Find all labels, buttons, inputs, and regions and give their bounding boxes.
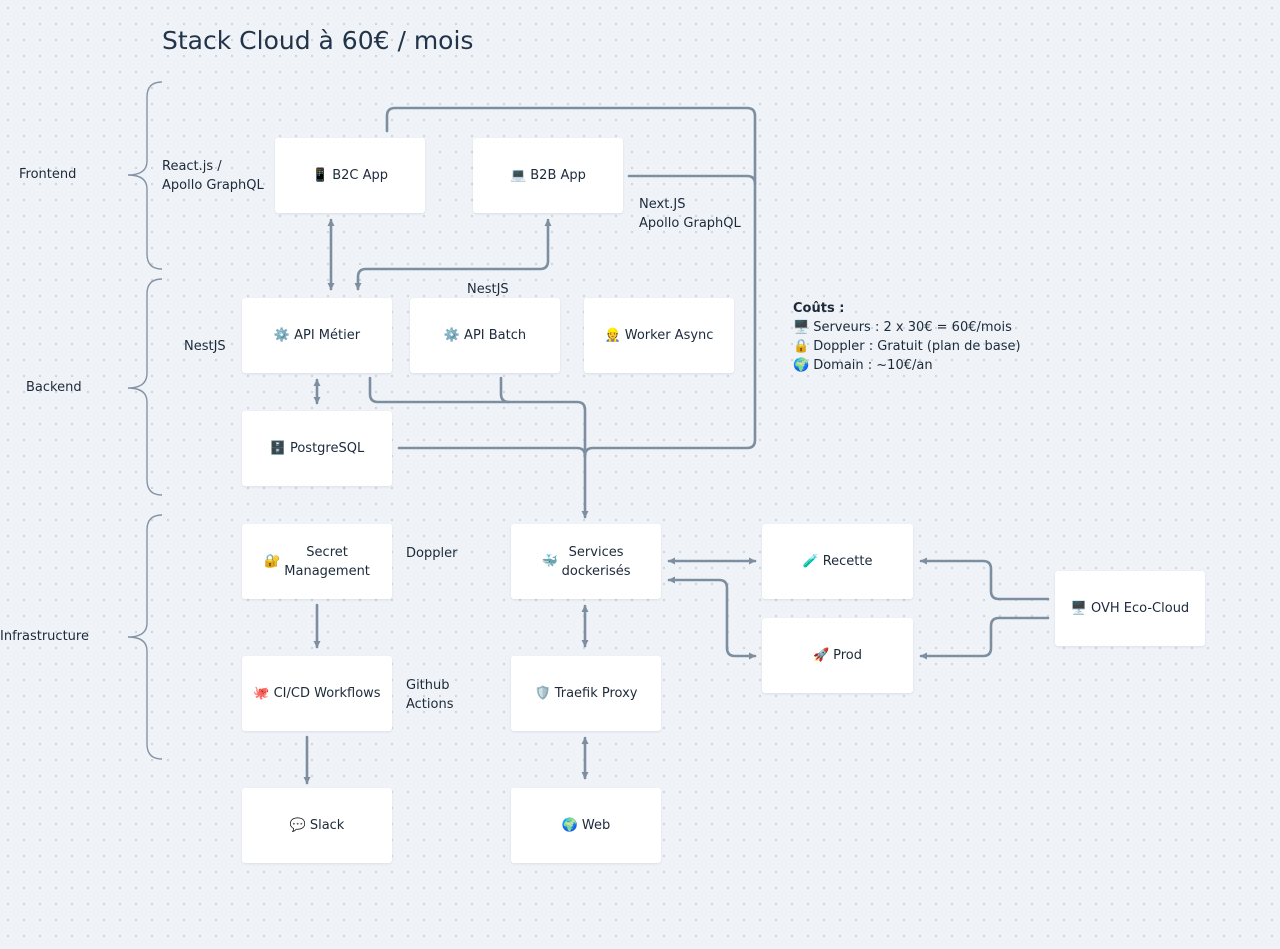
globe-icon: 🌍 xyxy=(793,358,810,373)
link-ovh-recette xyxy=(919,557,1050,601)
group-label-infrastructure: Infrastructure xyxy=(0,629,89,644)
link-ovh-prod xyxy=(919,616,1050,660)
node-postgresql[interactable]: 🗄️ PostgreSQL xyxy=(242,411,392,486)
laptop-icon: 💻 xyxy=(510,168,527,183)
node-b2c-app-label: B2C App xyxy=(332,168,388,183)
node-services-dockerises[interactable]: 🐳 Services dockerisés xyxy=(511,524,661,599)
node-recette-label: Recette xyxy=(822,554,873,569)
group-label-frontend: Frontend xyxy=(19,167,77,182)
node-cicd-workflows[interactable]: 🐙 CI/CD Workflows xyxy=(242,656,392,731)
node-b2b-app-label: B2B App xyxy=(530,168,586,183)
node-prod-label: Prod xyxy=(833,648,863,663)
node-services-dockerises-label: Services dockerisés xyxy=(561,544,631,579)
cost-item-domain: 🌍Domain : ~10€/an xyxy=(793,356,1021,375)
node-postgresql-label: PostgreSQL xyxy=(289,441,365,456)
node-api-metier-label: API Métier xyxy=(294,328,361,343)
octopus-icon: 🐙 xyxy=(253,686,270,701)
node-worker-async[interactable]: 👷 Worker Async xyxy=(584,298,734,373)
link-b2b-api xyxy=(354,218,552,291)
cost-item-servers-text: Serveurs : 2 x 30€ = 60€/mois xyxy=(813,320,1012,335)
label-github-actions: Github Actions xyxy=(406,678,454,712)
locked-with-key-icon: 🔐 xyxy=(264,554,281,569)
node-traefik-proxy-label: Traefik Proxy xyxy=(554,686,638,701)
node-ovh-eco-cloud[interactable]: 🖥️ OVH Eco-Cloud xyxy=(1055,571,1205,646)
mobile-phone-icon: 📱 xyxy=(312,168,329,183)
rocket-icon: 🚀 xyxy=(812,648,830,663)
node-secret-management[interactable]: 🔐 Secret Management xyxy=(242,524,392,599)
shield-icon: 🛡️ xyxy=(534,686,551,701)
node-secret-management-label: Secret Management xyxy=(284,544,370,579)
node-b2c-app[interactable]: 📱 B2C App xyxy=(275,138,425,213)
link-batch-services xyxy=(499,376,511,404)
node-api-batch-label: API Batch xyxy=(464,328,527,343)
desktop-computer-icon: 🖥️ xyxy=(793,320,810,335)
node-web-label: Web xyxy=(581,818,611,833)
node-prod[interactable]: 🚀 Prod xyxy=(762,618,913,693)
cost-item-doppler: 🔒Doppler : Gratuit (plan de base) xyxy=(793,337,1021,356)
node-slack-label: Slack xyxy=(309,818,345,833)
construction-worker-icon: 👷 xyxy=(604,328,621,343)
whale-icon: 🐳 xyxy=(541,554,558,569)
desktop-computer-icon: 🖥️ xyxy=(1070,601,1087,616)
globe-icon: 🌍 xyxy=(561,818,578,833)
cost-item-domain-text: Domain : ~10€/an xyxy=(813,358,933,373)
group-label-backend: Backend xyxy=(26,380,82,395)
speech-bubble-icon: 💬 xyxy=(289,818,306,833)
label-nestjs-left: NestJS xyxy=(184,339,226,354)
node-worker-async-label: Worker Async xyxy=(624,328,714,343)
brace-infrastructure xyxy=(127,514,163,760)
label-doppler: Doppler xyxy=(406,546,458,561)
costs-title: Coûts : xyxy=(793,301,845,316)
label-nestjs-top: NestJS xyxy=(467,282,509,297)
test-tube-icon: 🧪 xyxy=(802,554,819,569)
file-cabinet-icon: 🗄️ xyxy=(269,441,286,456)
label-react-apollo: React.js / Apollo GraphQL xyxy=(162,159,264,193)
node-cicd-workflows-label: CI/CD Workflows xyxy=(273,686,381,701)
node-slack[interactable]: 💬 Slack xyxy=(242,788,392,863)
label-next-apollo: Next.JS Apollo GraphQL xyxy=(639,197,741,231)
gear-icon: ⚙️ xyxy=(273,328,291,343)
cost-item-servers: 🖥️Serveurs : 2 x 30€ = 60€/mois xyxy=(793,318,1021,337)
node-ovh-eco-cloud-label: OVH Eco-Cloud xyxy=(1091,601,1190,616)
link-b2b-services xyxy=(627,174,757,186)
node-b2b-app[interactable]: 💻 B2B App xyxy=(473,138,623,213)
node-api-batch[interactable]: ⚙️ API Batch xyxy=(410,298,560,373)
link-postgres-services xyxy=(397,446,587,458)
costs-note: Coûts : 🖥️Serveurs : 2 x 30€ = 60€/mois … xyxy=(793,299,1021,375)
node-traefik-proxy[interactable]: 🛡️ Traefik Proxy xyxy=(511,656,661,731)
diagram-title: Stack Cloud à 60€ / mois xyxy=(162,26,474,55)
link-api-services xyxy=(368,376,589,519)
brace-backend xyxy=(127,278,163,496)
cost-item-doppler-text: Doppler : Gratuit (plan de base) xyxy=(813,339,1021,354)
brace-frontend xyxy=(127,81,163,270)
gear-icon: ⚙️ xyxy=(443,328,461,343)
lock-icon: 🔒 xyxy=(793,339,810,354)
node-recette[interactable]: 🧪 Recette xyxy=(762,524,913,599)
link-services-prod xyxy=(667,576,757,660)
node-web[interactable]: 🌍 Web xyxy=(511,788,661,863)
node-api-metier[interactable]: ⚙️ API Métier xyxy=(242,298,392,373)
